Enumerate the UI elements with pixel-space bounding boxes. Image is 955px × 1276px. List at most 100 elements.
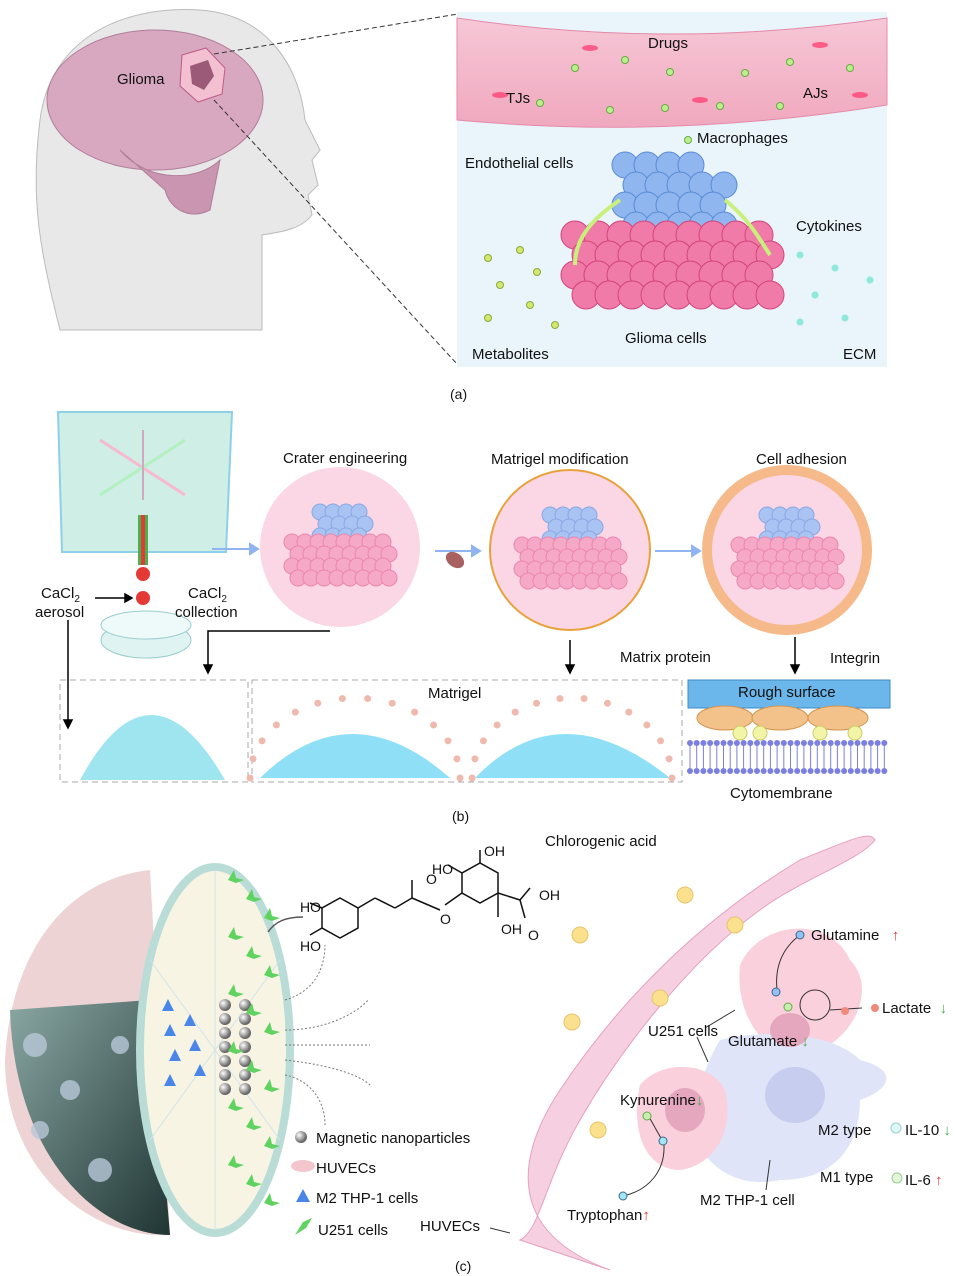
lipid-head [794,768,801,774]
metabolite-dot [533,268,541,276]
il6-text: IL-6 [905,1172,931,1189]
magnetic-nanoparticle [219,1069,231,1081]
lipid-head [807,740,814,746]
u251-cell [228,984,244,997]
glutamine-text: Glutamine [811,927,880,944]
lipid-head [754,740,760,746]
chem-label: O [426,871,437,887]
lipid-head [700,768,707,774]
label-m1-type: M1 type [820,1169,874,1186]
m2-thp1-cell [164,1024,176,1036]
lipid-head [687,768,693,774]
matrigel-dot [511,708,519,716]
chem-label: OH [484,843,505,859]
lipid-head [747,740,754,746]
pink-cell [827,572,845,590]
lipid-head [720,768,727,774]
cytokine-dot [866,276,874,284]
u251-cell [264,965,280,978]
matrigel-dot [272,721,280,729]
label-u251-cells: U251 cells [648,1023,719,1040]
matrigel-dot [625,708,633,716]
u251-cell [228,1155,244,1168]
cytokine-dot [831,264,839,272]
u251-cell [246,1174,262,1187]
chem-label: O [440,911,451,927]
matrigel-dot [665,755,673,763]
caption-b: (b) [452,808,470,824]
magnetic-nanoparticle [239,1041,251,1053]
u251-cell [264,1022,280,1035]
drug-dot [571,64,579,72]
label-matrix-protein: Matrix protein [620,649,711,666]
magnetic-nanoparticle [219,1013,231,1025]
magnetic-nanoparticle [239,1083,251,1095]
matrigel-dot [314,699,322,707]
drug-dot [536,99,544,107]
label-endothelial-cells: Endothelial cells [465,155,574,172]
microfluidic-chip [56,411,234,659]
lipid-head [800,768,807,774]
lipid-head [814,768,821,774]
metabolite-dot [551,321,559,329]
lipid-head [861,740,868,746]
head-illustration [35,9,321,331]
matrigel-dot [580,695,588,703]
matrigel-dot [533,699,541,707]
up-arrow-icon: ↑ [891,927,900,944]
matrigel-dot [444,737,452,745]
lipid-head [767,768,774,774]
label-metabolites: Metabolites [472,346,549,363]
lipid-head [760,740,767,746]
m2-thp1-cell [189,1039,201,1051]
magnetic-nanoparticle [219,999,231,1011]
up-arrow-icon: ↑ [642,1207,650,1224]
lipid-head [821,768,827,774]
label-glioma: Glioma [117,71,165,88]
cacl2-text: CaCl [188,585,222,602]
chem-label: HO [300,899,321,915]
u251-cell [228,1041,244,1054]
matrigel-dot [453,755,461,763]
lipid-head [787,740,794,746]
lipid-head [854,740,861,746]
label-huvecs: HUVECs [420,1218,481,1235]
drug-dot [661,104,669,112]
metabolite-dot [484,314,492,322]
lipid-head [740,768,747,774]
label-cacl2-aerosol: CaCl2 [41,586,80,605]
label-macrophages: Macrophages [697,130,788,147]
step-cell-adhesion: Cell adhesion [756,451,847,468]
matrigel-dot [556,695,564,703]
lipid-head [814,740,821,746]
down-arrow-icon: ↓ [801,1033,809,1050]
magnetic-nanoparticle [239,1013,251,1025]
u251-cell [246,1117,262,1130]
label-cytomembrane: Cytomembrane [730,785,833,802]
lipid-head [767,740,774,746]
m2-thp1-cell [184,1014,196,1026]
matrigel-dot [479,737,487,745]
matrigel-dot [657,737,665,745]
label-drugs: Drugs [648,35,689,52]
drug-dot [776,102,784,110]
lipid-head [780,740,787,746]
matrigel-dot [338,695,346,703]
black-arrows [62,592,801,730]
lipid-head [693,768,700,774]
lipid-head [827,768,834,774]
label-ajs: AJs [803,85,829,102]
lipid-head [693,740,700,746]
lipid-head [780,768,787,774]
label-m2-type: M2 type [818,1122,872,1139]
drug-dot [786,58,794,66]
drug-dot [741,69,749,77]
matrigel-dot [291,708,299,716]
lactate-text: Lactate [882,1000,932,1017]
microenvironment-zoom [456,12,888,367]
lipid-head [713,740,720,746]
il10-text: IL-10 [905,1122,940,1139]
lipid-head [794,740,801,746]
tryptophan-text: Tryptophan [567,1207,643,1224]
